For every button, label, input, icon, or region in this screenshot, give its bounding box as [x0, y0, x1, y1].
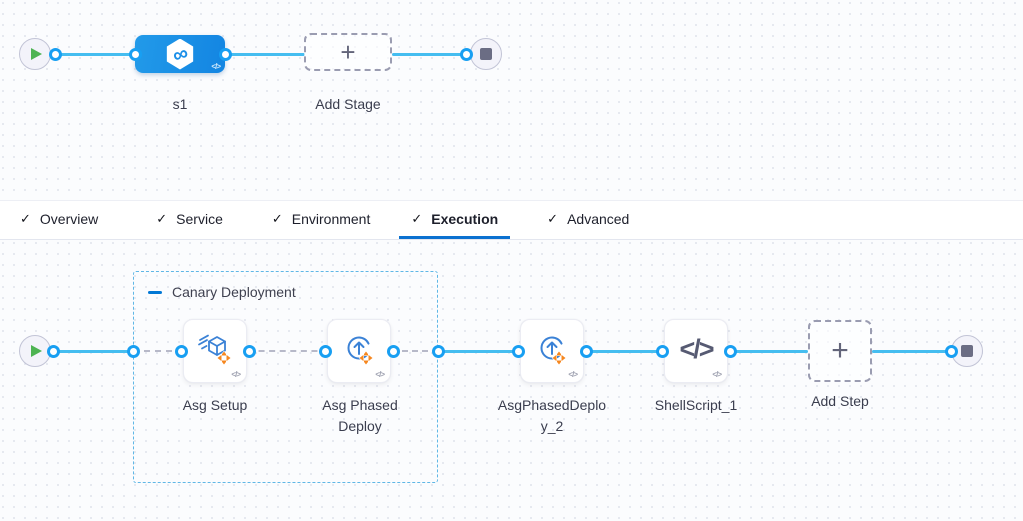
- stage-code-icon: </>: [211, 62, 221, 71]
- asg-phased-deploy-icon: [347, 336, 374, 366]
- pipeline-end-node: [470, 38, 502, 70]
- port: [128, 47, 142, 61]
- step-code-icon: </>: [375, 370, 385, 379]
- asg-phased-deploy-icon: [540, 336, 567, 366]
- tab-advanced[interactable]: ✓ Advanced: [535, 202, 641, 239]
- dashed-edge: [133, 350, 183, 352]
- tab-execution[interactable]: ✓ Execution: [399, 202, 511, 239]
- check-icon: ✓: [20, 211, 31, 226]
- port: [318, 344, 332, 358]
- check-icon: ✓: [547, 211, 559, 226]
- add-step-label[interactable]: Add Step: [811, 393, 869, 409]
- dashed-edge: [248, 350, 328, 352]
- step-label[interactable]: Asg Setup: [182, 397, 248, 413]
- shell-script-icon: </>: [679, 333, 714, 364]
- step-node-asg-phased-deploy[interactable]: </>: [327, 319, 391, 383]
- deployment-stage-icon: ∞: [166, 38, 194, 70]
- tab-label: Advanced: [567, 211, 630, 227]
- edge: [437, 349, 520, 353]
- port: [218, 47, 232, 61]
- play-icon: [31, 48, 42, 60]
- step-node-asg-setup[interactable]: </>: [183, 319, 247, 383]
- collapse-group-icon[interactable]: [148, 290, 162, 294]
- tab-environment[interactable]: ✓ Environment: [260, 202, 383, 239]
- stage-node-s1[interactable]: ∞ </>: [135, 35, 225, 73]
- port: [511, 344, 525, 358]
- check-icon: ✓: [156, 211, 168, 226]
- stage-config-tabbar: ✓ Overview ✓ Service ✓ Environment ✓ Exe…: [0, 200, 1023, 240]
- group-header: Canary Deployment: [148, 284, 296, 300]
- port: [46, 344, 60, 358]
- edge-start-to-stage: [55, 52, 135, 56]
- port: [431, 344, 445, 358]
- step-code-icon: </>: [712, 370, 722, 379]
- port: [386, 344, 400, 358]
- check-icon: ✓: [411, 211, 423, 226]
- group-title[interactable]: Canary Deployment: [172, 284, 296, 300]
- execution-start-node: [19, 335, 51, 367]
- stage-label[interactable]: s1: [172, 96, 188, 112]
- step-label[interactable]: AsgPhasedDeploy_2: [497, 397, 607, 434]
- edge: [872, 349, 954, 353]
- stop-icon: [480, 48, 492, 60]
- plus-icon: +: [340, 36, 356, 67]
- port: [579, 344, 593, 358]
- tab-service[interactable]: ✓ Service: [144, 202, 235, 239]
- port: [723, 344, 737, 358]
- plus-icon: +: [831, 334, 849, 367]
- check-icon: ✓: [271, 211, 283, 226]
- tab-label: Service: [176, 211, 223, 227]
- step-node-shellscript-1[interactable]: </> </>: [664, 319, 728, 383]
- tab-label: Overview: [39, 211, 99, 227]
- step-label[interactable]: ShellScript_1: [654, 397, 738, 413]
- asg-setup-icon: [198, 334, 232, 366]
- add-stage-button[interactable]: +: [304, 33, 392, 71]
- edge: [51, 349, 135, 353]
- port: [174, 344, 188, 358]
- edge-addstage-to-end: [392, 52, 467, 56]
- step-group-canary-deployment: Canary Deployment: [133, 271, 438, 483]
- dashed-edge: [392, 350, 438, 352]
- edge: [729, 349, 808, 353]
- port: [48, 47, 62, 61]
- port: [242, 344, 256, 358]
- step-code-icon: </>: [568, 370, 578, 379]
- execution-graph-canvas: Canary Deployment: [0, 240, 1023, 521]
- stop-icon: [961, 345, 973, 357]
- tab-overview[interactable]: ✓ Overview: [8, 202, 110, 239]
- add-stage-label[interactable]: Add Stage: [315, 96, 381, 112]
- step-node-asg-phased-deploy-2[interactable]: </>: [520, 319, 584, 383]
- port: [126, 344, 140, 358]
- stage-graph-canvas: ∞ </> + s1 Add Stage: [0, 0, 1023, 200]
- edge-stage-to-addstage: [225, 52, 305, 56]
- pipeline-start-node: [19, 38, 51, 70]
- port: [459, 47, 473, 61]
- port: [944, 344, 958, 358]
- step-label[interactable]: Asg Phased Deploy: [322, 397, 398, 434]
- tab-label: Environment: [291, 211, 371, 227]
- step-code-icon: </>: [231, 370, 241, 379]
- tab-label: Execution: [431, 211, 499, 227]
- port: [655, 344, 669, 358]
- add-step-button[interactable]: +: [808, 320, 872, 382]
- edge: [585, 349, 665, 353]
- play-icon: [31, 345, 42, 357]
